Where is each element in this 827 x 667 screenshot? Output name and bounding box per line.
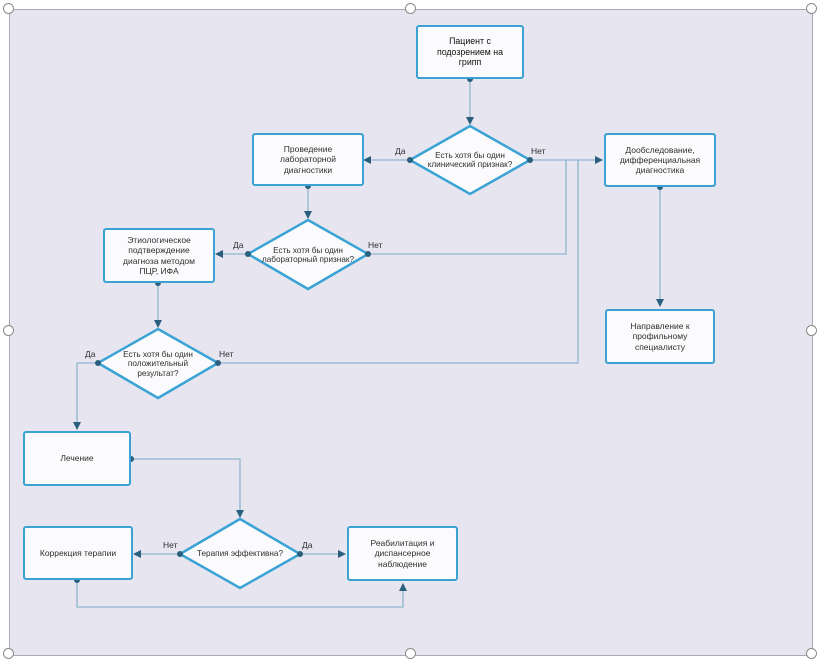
resize-handle-bottom-left[interactable] [3,648,14,659]
connector-dot [245,251,251,257]
node-rehab[interactable]: Реабилитация и диспансерное наблюдение [347,526,458,581]
edge-label-effective-yes: Да [302,540,313,550]
edge-treatment-to-q-effective [131,458,244,518]
edge-label-clinical-yes: Да [395,146,406,156]
resize-handle-middle-left[interactable] [3,325,14,336]
node-treatment[interactable]: Лечение [23,431,131,486]
decision-text-lab: Есть хотя бы один лабораторный признак? [261,245,355,264]
connector-dot [527,157,533,163]
edge-label-lab-no: Нет [368,240,383,250]
edge-label-positive-yes: Да [85,349,96,359]
edge-q-positive-yes [73,362,98,430]
edge-q-positive-no [218,160,579,364]
edge-label-clinical-no: Нет [531,146,546,156]
decision-text-positive: Есть хотя бы один положительный результа… [123,349,193,378]
resize-handle-middle-right[interactable] [806,325,817,336]
resize-handle-top-left[interactable] [3,3,14,14]
decision-diamond-positive [95,327,221,400]
resize-handle-top-center[interactable] [405,3,416,14]
decision-diamond-clinical [407,124,533,196]
resize-handle-bottom-center[interactable] [405,648,416,659]
connector-dot [95,360,101,366]
node-start[interactable]: Пациент с подозрением на грипп [416,25,524,79]
connector-dot [365,251,371,257]
connector-dot [297,551,303,557]
node-etiology[interactable]: Этиологическое подтверждение диагноза ме… [103,228,215,283]
edge-label-positive-no: Нет [219,349,234,359]
resize-handle-top-right[interactable] [806,3,817,14]
node-referral[interactable]: Направление к профильному специалисту [605,309,715,364]
edge-label-lab-yes: Да [233,240,244,250]
node-correction[interactable]: Коррекция терапии [23,526,133,580]
edge-q-lab-no [368,160,567,255]
connector-dot [177,551,183,557]
decision-diamond-effective [177,517,303,590]
edge-correction-to-rehab [76,580,407,608]
decision-text-clinical: Есть хотя бы один клинический признак? [427,150,513,169]
resize-handle-bottom-right[interactable] [806,648,817,659]
edge-label-effective-no: Нет [163,540,178,550]
decision-diamond-lab [245,218,371,291]
decision-text-effective: Терапия эффективна? [196,549,284,559]
node-lab-testing[interactable]: Проведение лабораторной диагностики [252,133,364,186]
connector-dot [215,360,221,366]
node-extra-exam[interactable]: Дообследование, дифференциальная диагнос… [604,133,716,187]
connector-dot [407,157,413,163]
